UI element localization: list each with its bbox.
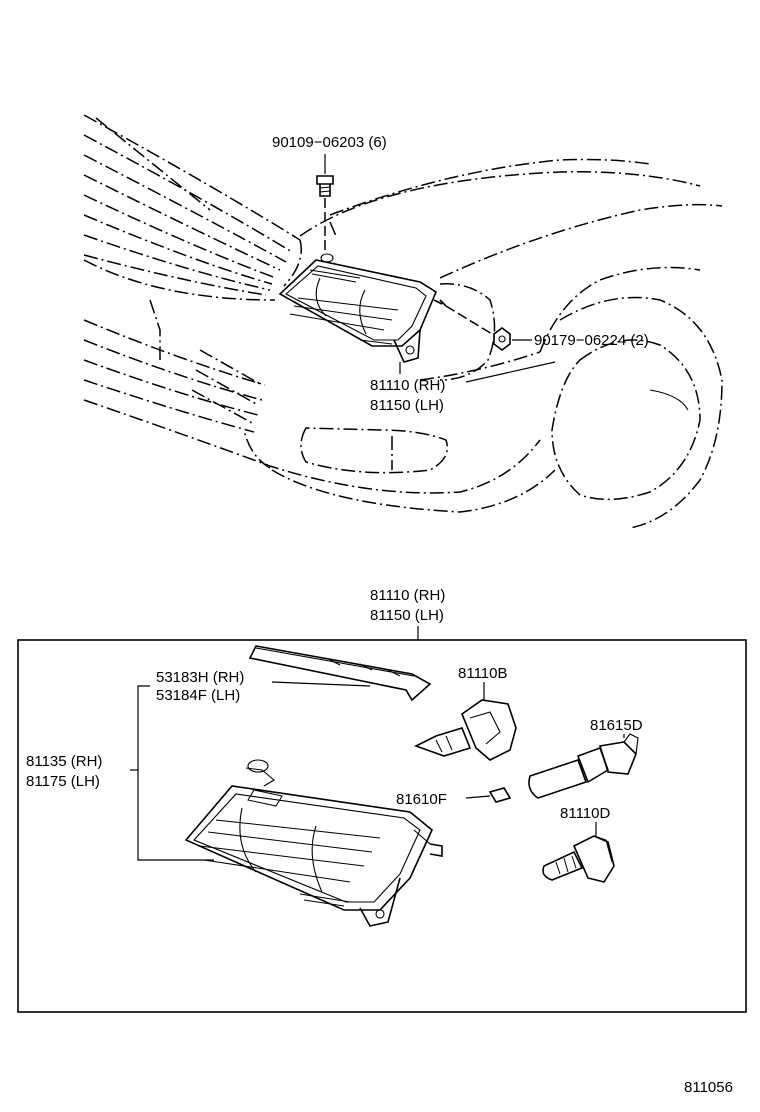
detail-frame [17, 639, 747, 1013]
unit-rh-label: 81135 (RH) [26, 753, 102, 770]
figure-number: 811056 [684, 1079, 733, 1096]
detail-assembly-lh-label: 81150 (LH) [370, 607, 444, 624]
strip-lh-label: 53184F (LH) [156, 687, 240, 704]
nut-part-label: 90179−06224 (2) [534, 332, 649, 349]
headlamp-unit-part [184, 759, 443, 927]
strip-rh-label: 53183H (RH) [156, 669, 244, 686]
trim-strip-part [248, 645, 432, 702]
car-front-illustration [83, 114, 723, 529]
detail-assembly-rh-label: 81110 (RH) [370, 587, 445, 604]
hood-fender-lines [299, 158, 723, 529]
strip-leader-line [271, 681, 371, 687]
nut-part [439, 299, 511, 351]
headlamp-installed [278, 253, 443, 363]
bulb-socket-part [528, 733, 639, 799]
bulb-hb-label: 81110D [560, 805, 610, 822]
bumper-lines [83, 259, 556, 513]
bulb-small-part [465, 787, 512, 803]
top-assembly-rh-label: 81110 (RH) [370, 377, 445, 394]
unit-bracket-line [137, 685, 214, 861]
bolt-part-label: 90109−06203 (6) [272, 134, 387, 151]
bolt-part [316, 175, 334, 250]
top-assembly-lh-label: 81150 (LH) [370, 397, 444, 414]
bulb-main-part [413, 682, 517, 761]
grille-lines [83, 114, 302, 296]
bulb-small-label: 81610F [396, 791, 447, 808]
top-assembly-leader-line-2 [465, 361, 556, 383]
bulb-socket-label: 81615D [590, 717, 643, 734]
bulb-hb-part [542, 822, 615, 883]
unit-lh-label: 81175 (LH) [26, 773, 100, 790]
bulb-main-label: 81110B [458, 665, 508, 682]
